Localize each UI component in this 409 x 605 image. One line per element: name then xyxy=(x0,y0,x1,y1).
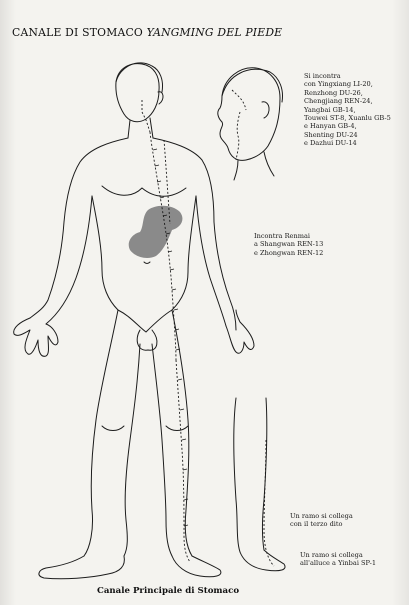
channel-side-head-path xyxy=(236,112,240,160)
lower-leg-left xyxy=(234,398,240,552)
figure-left-inner-arm xyxy=(46,196,92,324)
side-head-neck xyxy=(234,152,274,180)
figure-left-knee xyxy=(102,426,124,431)
figure-navel xyxy=(144,262,150,264)
stomach-organ xyxy=(129,206,183,258)
annotation-renmai-meets: Incontra Renmai a Shangwan REN-13 e Zhon… xyxy=(254,232,323,257)
figure-chest xyxy=(102,186,186,196)
annotation-third-toe: Un ramo si collega con il terzo dito xyxy=(290,512,353,529)
figure-groin xyxy=(118,310,172,332)
figure-left-leg-outer xyxy=(84,310,118,556)
figure-right-leg-inner xyxy=(152,344,172,556)
channel-leg-path xyxy=(176,360,190,562)
lower-leg-right xyxy=(263,398,267,550)
side-head-hair xyxy=(222,69,283,102)
figure-right-knee xyxy=(166,426,188,431)
figure-head xyxy=(116,64,159,122)
channel-side-head-upper xyxy=(232,90,246,110)
annotation-head-meets: Si incontra con Yingxiang LI-20, Renzhon… xyxy=(304,72,391,148)
figure-right-leg-outer xyxy=(172,310,192,556)
figure-left-leg-inner xyxy=(124,344,140,556)
figure-right-inner-arm xyxy=(196,196,226,326)
channel-lower-leg-path xyxy=(264,440,274,566)
figure-left-hand xyxy=(14,318,58,356)
lower-leg-foot xyxy=(240,550,285,571)
figure-right-hand xyxy=(226,310,254,353)
chart-caption: Canale Principale di Stomaco xyxy=(97,586,239,596)
annotation-big-toe: Un ramo si collega all'alluce a Yinbai S… xyxy=(300,551,376,568)
figure-right-foot xyxy=(172,556,221,577)
figure-hair xyxy=(116,63,163,92)
figure-left-foot xyxy=(39,556,124,579)
figure-torso-left xyxy=(92,196,118,310)
side-head-ear xyxy=(262,102,269,118)
figure-left-shoulder-arm xyxy=(30,138,128,318)
side-head-outline xyxy=(218,68,280,161)
